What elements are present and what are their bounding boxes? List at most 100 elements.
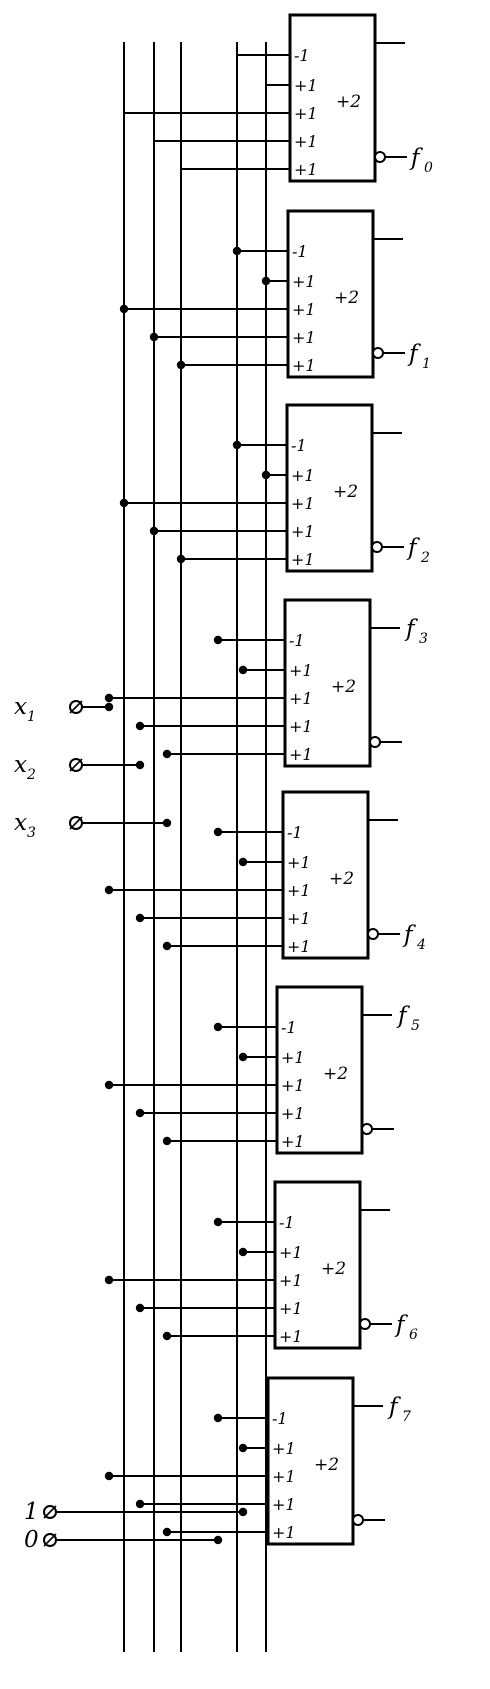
junction-dot bbox=[119, 498, 129, 508]
block-input-weight: +1 bbox=[279, 1327, 303, 1346]
terminal-slash bbox=[69, 816, 83, 830]
junction-dot bbox=[162, 1331, 172, 1341]
block-input-weight: +1 bbox=[292, 328, 316, 347]
inversion-bubble bbox=[372, 347, 384, 359]
junction-dot bbox=[135, 913, 145, 923]
block-input-weight: +1 bbox=[272, 1523, 296, 1542]
junction-dot bbox=[104, 702, 114, 712]
junction-dot bbox=[232, 246, 242, 256]
threshold-blocks: -1 +1 +1 +1 +1 +2 -1 +1 +1 +1 +1 +2 -1 +1 +1 +1 +1 +2 -1 +1… bbox=[266, 13, 386, 1546]
junction-dot bbox=[104, 1275, 114, 1285]
output-label-f5-symbol: f bbox=[396, 1003, 410, 1029]
block-input-weight: +1 bbox=[292, 272, 316, 291]
junction-dot bbox=[238, 857, 248, 867]
block-threshold-label: +2 bbox=[334, 288, 359, 308]
threshold-block bbox=[281, 790, 370, 960]
output-label-f7-symbol: f bbox=[387, 1394, 401, 1420]
junction-dot bbox=[213, 635, 223, 645]
block-input-weight: -1 bbox=[272, 1409, 288, 1428]
junction-dot bbox=[213, 1413, 223, 1423]
input-label-x2-symbol: x bbox=[14, 752, 27, 778]
junction-dot bbox=[213, 827, 223, 837]
input-label-x1-subscript: 1 bbox=[27, 709, 36, 725]
block-input-weight: +1 bbox=[281, 1104, 305, 1123]
block-threshold-label: +2 bbox=[336, 92, 361, 112]
block-threshold-label: +2 bbox=[323, 1064, 348, 1084]
output-label-f2-symbol: f bbox=[406, 535, 420, 561]
input-label-const: 0 bbox=[24, 1527, 39, 1553]
threshold-block bbox=[283, 598, 372, 768]
block-input-weight: -1 bbox=[292, 242, 308, 261]
block-input-weight: +1 bbox=[272, 1495, 296, 1514]
junction-dot bbox=[238, 665, 248, 675]
block-input-weight: +1 bbox=[294, 104, 318, 123]
junction-dot bbox=[162, 1136, 172, 1146]
block-input-weight: -1 bbox=[287, 823, 303, 842]
input-label-x3-subscript: 3 bbox=[27, 825, 36, 841]
threshold-block bbox=[275, 985, 364, 1155]
block-input-weight: -1 bbox=[279, 1213, 295, 1232]
input-label-x2-subscript: 2 bbox=[26, 767, 36, 783]
junction-dot bbox=[135, 760, 145, 770]
junction-dot bbox=[162, 749, 172, 759]
threshold-block bbox=[286, 209, 375, 379]
inversion-bubble bbox=[374, 151, 386, 163]
threshold-block bbox=[273, 1180, 362, 1350]
output-label-f3-symbol: f bbox=[404, 616, 418, 642]
block-input-weight: +1 bbox=[272, 1467, 296, 1486]
inversion-bubble bbox=[369, 736, 381, 748]
block-input-weight: +1 bbox=[294, 132, 318, 151]
output-label-f0-symbol: f bbox=[409, 145, 423, 171]
junction-dot bbox=[176, 360, 186, 370]
block-input-weight: +1 bbox=[289, 661, 313, 680]
inversion-bubble bbox=[367, 928, 379, 940]
inversion-bubble bbox=[352, 1514, 364, 1526]
block-input-weight: +1 bbox=[289, 717, 313, 736]
block-input-weight: +1 bbox=[287, 881, 311, 900]
junction-dot bbox=[135, 721, 145, 731]
junction-dot bbox=[261, 276, 271, 286]
input-label-x1-symbol: x bbox=[14, 694, 27, 720]
block-input-weight: -1 bbox=[291, 436, 307, 455]
junction-dot bbox=[213, 1217, 223, 1227]
block-input-weight: +1 bbox=[281, 1132, 305, 1151]
junction-dot bbox=[238, 1052, 248, 1062]
terminal-slash bbox=[43, 1533, 57, 1547]
block-input-weight: +1 bbox=[279, 1299, 303, 1318]
block-input-weight: +1 bbox=[281, 1048, 305, 1067]
junction-dot bbox=[104, 1471, 114, 1481]
block-threshold-label: +2 bbox=[333, 482, 358, 502]
block-input-weight: -1 bbox=[294, 46, 310, 65]
block-input-weight: -1 bbox=[281, 1018, 297, 1037]
block-input-weight: +1 bbox=[292, 356, 316, 375]
output-label-f6-symbol: f bbox=[394, 1312, 408, 1338]
output-label-f4-symbol: f bbox=[402, 922, 416, 948]
block-threshold-label: +2 bbox=[331, 677, 356, 697]
output-label-f6-subscript: 6 bbox=[409, 1327, 418, 1343]
junction-dot bbox=[162, 818, 172, 828]
output-label-f1-symbol: f bbox=[407, 341, 421, 367]
junction-dot bbox=[238, 1507, 248, 1517]
block-input-weight: +1 bbox=[292, 300, 316, 319]
block-input-weight: +1 bbox=[279, 1243, 303, 1262]
junction-dot bbox=[135, 1303, 145, 1313]
terminal-slash bbox=[43, 1505, 57, 1519]
output-label-f0-subscript: 0 bbox=[424, 160, 433, 176]
block-input-weight: +1 bbox=[289, 745, 313, 764]
block-input-weight: +1 bbox=[287, 937, 311, 956]
output-label-f3-subscript: 3 bbox=[419, 631, 428, 647]
block-input-weight: +1 bbox=[281, 1076, 305, 1095]
junction-dot bbox=[135, 1108, 145, 1118]
terminal-slash bbox=[69, 758, 83, 772]
block-threshold-label: +2 bbox=[329, 869, 354, 889]
threshold-block bbox=[266, 1376, 355, 1546]
output-label-f1-subscript: 1 bbox=[422, 356, 431, 372]
block-input-weight: +1 bbox=[294, 160, 318, 179]
block-threshold-label: +2 bbox=[314, 1455, 339, 1475]
input-label-x3-symbol: x bbox=[14, 810, 27, 836]
junction-dot bbox=[162, 941, 172, 951]
block-threshold-label: +2 bbox=[321, 1259, 346, 1279]
terminal-slash bbox=[69, 700, 83, 714]
